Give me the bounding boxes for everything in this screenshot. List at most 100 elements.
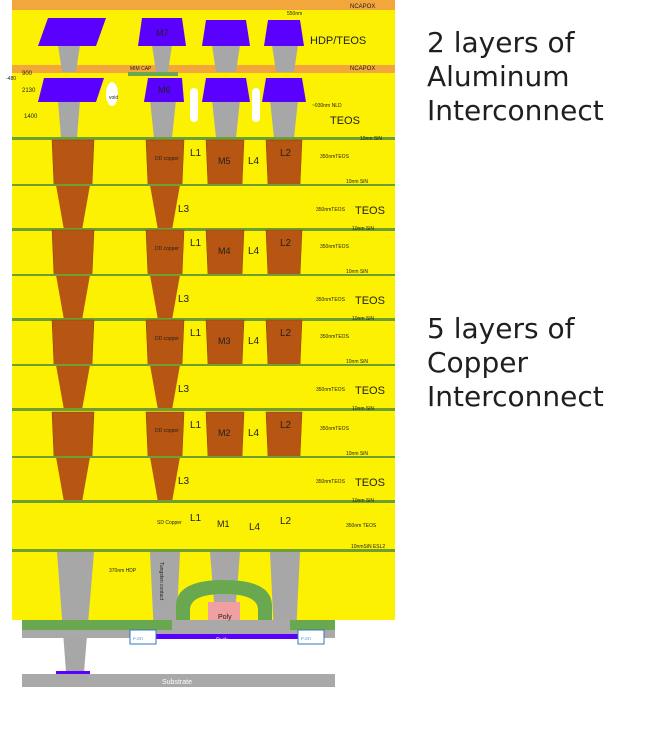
m7-pad [138,18,186,46]
sin-label: 10nm SiN [352,406,374,412]
l2-label: L2 [280,516,292,527]
dim-label: -480 [6,76,16,82]
teos-thickness-label: 350nmTEOS [316,207,346,213]
l4-label: L4 [248,428,260,439]
teos-thickness-label: 350nmTEOS [320,244,350,250]
copper-type-label: DD copper [155,156,179,162]
teos-thickness-label: 350nmTEOS [316,387,346,393]
mim-cap [128,72,178,76]
copper-via [150,185,180,230]
substrate [22,674,335,687]
void [106,82,118,106]
copper-caption: 5 layers of Copper Interconnect [427,312,604,414]
copper-line [51,319,95,366]
copper-type-label: SD Copper [157,520,182,526]
void-label: void [109,95,118,101]
hdp-label: 370nm HDP [109,568,137,574]
sin-line [12,137,395,140]
teos-thickness-label: 350nmTEOS [320,334,350,340]
bulk-band [135,634,320,639]
void [190,88,198,122]
sin-label: 10nm SiN [346,451,368,457]
esl-label: 10nmSiN ESL2 [351,544,385,550]
l1-label: L1 [190,328,202,339]
l4-label: L4 [249,522,261,533]
sin-label: 10nm SiN [360,136,382,142]
sin-line [12,318,395,321]
teos-label: TEOS [355,477,385,489]
caption-line: Copper [427,346,528,379]
bulk-label: Bulk [216,638,229,644]
dim-label: 900 [22,71,33,77]
l1-label: L1 [190,148,202,159]
substrate-label: Substrate [162,679,192,686]
l1-label: L1 [190,513,202,524]
teos-thickness-label: 350nmTEOS [320,154,350,160]
sti-left [129,629,157,645]
sin-line [12,228,395,231]
copper-type-label: DD copper [155,428,179,434]
tungsten-contact-label: Tungsten contact [158,562,164,601]
gate-spacer [176,580,272,630]
copper-via [56,275,90,320]
caption-line: Interconnect [427,94,604,127]
m7-pad [202,20,250,46]
copper-line [145,319,185,366]
sin-label: 10nm SiN [352,226,374,232]
copper-line [51,411,95,458]
l2-label: L2 [280,328,292,339]
sin-label: 10nm SiN [352,316,374,322]
copper-layers: M5 DD copper 350nmTEOS 10nm SiN 350nmTEOS TEO… [12,139,395,504]
caption-line: 2 layers of [427,26,575,59]
sin-label: 10nm SiN [346,359,368,365]
teos-thickness-label: 350nmTEOS [316,479,346,485]
l2-label: L2 [280,420,292,431]
mid-band [12,65,395,73]
green-liner [290,620,335,630]
sin-line [12,456,395,458]
caption-line: Aluminum [427,60,570,93]
copper-line [265,139,303,186]
caption-line: Interconnect [427,380,604,413]
sti-label: P-STI [301,636,311,641]
teos-thickness-label: 350nm TEOS [346,523,377,529]
metal-label: M2 [218,428,231,438]
copper-line [265,229,303,276]
m7-pad [264,20,304,46]
hdp-teos-label: HDP/TEOS [310,35,366,47]
sin-label: 10nm SiN [352,498,374,504]
thickness-label: 550nm [287,11,302,17]
m7-pad [38,18,106,46]
metal-label: M5 [218,156,231,166]
caption-line: 5 layers of [427,312,575,345]
copper-via [56,457,90,502]
copper-via [150,275,180,320]
copper-via [56,365,90,410]
l3-label: L3 [178,204,190,215]
m6-pad [38,78,104,102]
teos-label: TEOS [355,295,385,307]
ncapox-label: NCAPOX [350,4,375,10]
m6-pad [144,78,184,102]
l2-label: L2 [280,148,292,159]
copper-type-label: DD copper [155,336,179,342]
sin-line [12,549,395,552]
sti-label: P-STI [133,636,143,641]
m6-pad [262,78,306,102]
sin-label: 10nm SiN [346,179,368,185]
green-liner [22,620,172,630]
copper-line [145,411,185,458]
sin-line [12,184,395,186]
copper-via [56,185,90,230]
dim-label: 1400 [24,114,38,120]
sin-line [12,364,395,366]
sin-line [12,274,395,276]
l3-label: L3 [178,294,190,305]
nld-label: ~930nm NLD [312,103,342,109]
teos-label: TEOS [355,205,385,217]
m6-label: M6 [158,85,171,95]
teos-label: TEOS [355,385,385,397]
mim-cap-label: MIM CAP [130,66,152,72]
well-region [22,644,52,674]
